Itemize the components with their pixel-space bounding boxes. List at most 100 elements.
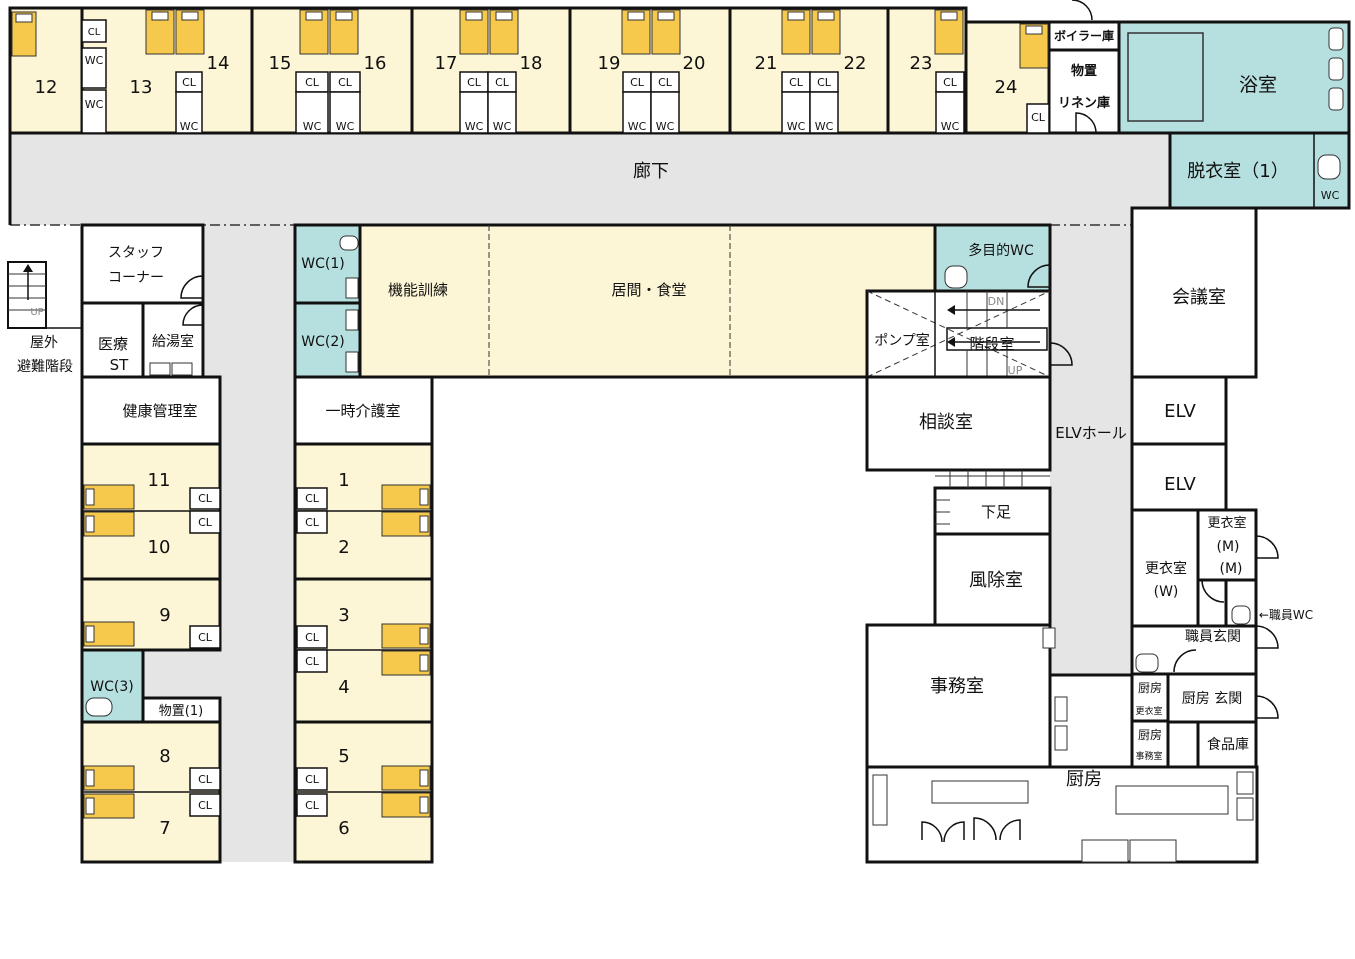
wc-label: WC: [628, 120, 647, 133]
corner-label: コーナー: [108, 270, 164, 286]
cl-label: CL: [658, 76, 673, 89]
wc-label: WC: [85, 98, 104, 111]
elevator-2: [1130, 442, 1228, 512]
cl-label: CL: [198, 631, 213, 644]
stairs-label: 階段室: [969, 335, 1014, 353]
outdoor-label-1: 屋外: [30, 335, 58, 351]
cl-label: CL: [305, 631, 320, 644]
cl-label: CL: [305, 516, 320, 529]
consult-room: [865, 375, 1052, 472]
room-17-label: 17: [435, 53, 458, 74]
pump-label: ポンプ室: [874, 332, 930, 349]
training-living-hall: [358, 223, 937, 379]
med-label-1: 医療: [98, 335, 128, 353]
cl-label: CL: [943, 76, 958, 89]
main-corridor: [10, 133, 1170, 225]
wc-label: WC: [787, 120, 806, 133]
cl-label: CL: [630, 76, 645, 89]
kitchen-label: 厨房: [1066, 769, 1102, 790]
locker-m-label-3: (M): [1219, 561, 1242, 577]
health-room: [80, 375, 222, 446]
staff-label: スタッフ: [108, 245, 164, 261]
cl-label: CL: [305, 492, 320, 505]
cl-label: CL: [88, 27, 101, 38]
elevator-1: [1130, 375, 1228, 446]
dressing-label: 脱衣室（1）: [1187, 161, 1288, 182]
room-12-label: 12: [35, 77, 58, 98]
wc-label: WC: [336, 120, 355, 133]
room-8-label: 8: [159, 746, 170, 767]
cl-label: CL: [305, 773, 320, 786]
room-11-label: 11: [148, 470, 171, 491]
locker-w-label-1: 更衣室: [1145, 560, 1187, 577]
staffwc-label: ←職員WC: [1259, 608, 1313, 622]
wc2-label: WC(2): [301, 334, 344, 350]
locker-w-label-2: (W): [1154, 584, 1179, 600]
wc-label: WC: [465, 120, 484, 133]
staff-corner: [80, 223, 205, 305]
dn-label: DN: [988, 295, 1005, 308]
storage1-label: 物置(1): [159, 704, 203, 719]
cl-label: CL: [305, 655, 320, 668]
kitchen-office: [1130, 719, 1170, 769]
cl-label: CL: [789, 76, 804, 89]
cl-label: CL: [1031, 111, 1046, 124]
room-13-label: 13: [130, 77, 153, 98]
shoes-label: 下足: [981, 503, 1011, 521]
windbreak-room: [933, 532, 1052, 627]
office-label: 事務室: [930, 676, 984, 697]
outdoor-up-label: UP: [30, 307, 43, 318]
hotwater-label: 給湯室: [152, 333, 194, 350]
consult-label: 相談室: [919, 412, 973, 433]
outdoor-label-2: 避難階段: [17, 359, 73, 375]
room-24-label: 24: [995, 77, 1018, 98]
room-5-label: 5: [338, 746, 349, 767]
room-16-label: 16: [364, 53, 387, 74]
training-label: 機能訓練: [388, 281, 448, 299]
linen-label: リネン庫: [1058, 95, 1110, 111]
wc-label: WC: [656, 120, 675, 133]
windbreak-label: 風除室: [969, 570, 1023, 591]
room-15-label: 15: [269, 53, 292, 74]
cl-label: CL: [467, 76, 482, 89]
up-label: UP: [1008, 364, 1023, 377]
elv-hall-floor: [1050, 225, 1132, 675]
elv-label-1: ELV: [1164, 401, 1196, 422]
room-20-label: 20: [683, 53, 706, 74]
locker-m-label-2: (M): [1216, 539, 1239, 555]
room-9-label: 9: [159, 605, 170, 626]
pantry: [1196, 720, 1258, 769]
storage-1: [141, 696, 222, 724]
outdoor-stairs: [7, 261, 47, 329]
room-14-label: 14: [207, 53, 230, 74]
cl-label: CL: [817, 76, 832, 89]
wc3-label: WC(3): [90, 679, 133, 695]
kitchen2-label: 厨房: [1138, 727, 1162, 742]
med-st: [80, 301, 145, 379]
cl-label: CL: [198, 492, 213, 505]
storage-label: 物置: [1071, 63, 1097, 79]
room-4-label: 4: [338, 677, 349, 698]
boiler-label: ボイラー庫: [1054, 28, 1114, 43]
room-7-label: 7: [159, 818, 170, 839]
staff-entrance-label: 職員玄関: [1185, 628, 1241, 645]
room-21-label: 21: [755, 53, 778, 74]
room-6-label: 6: [338, 818, 349, 839]
cl-label: CL: [495, 76, 510, 89]
respite-room: [293, 375, 434, 446]
wc-label: WC: [180, 120, 199, 133]
health-label: 健康管理室: [122, 402, 197, 420]
room-22-label: 22: [844, 53, 867, 74]
room-23-label: 23: [910, 53, 933, 74]
wc-label: WC: [815, 120, 834, 133]
locker-w: [1130, 508, 1200, 628]
pantry-label: 食品庫: [1207, 736, 1249, 753]
klocker-label: 更衣室: [1135, 705, 1162, 717]
room-19-label: 19: [598, 53, 621, 74]
kentrance-label: 厨房 玄関: [1182, 690, 1242, 707]
room-10-label: 10: [148, 537, 171, 558]
cl-label: CL: [305, 76, 320, 89]
bath-label: 浴室: [1239, 74, 1277, 96]
wc-label: WC: [303, 120, 322, 133]
